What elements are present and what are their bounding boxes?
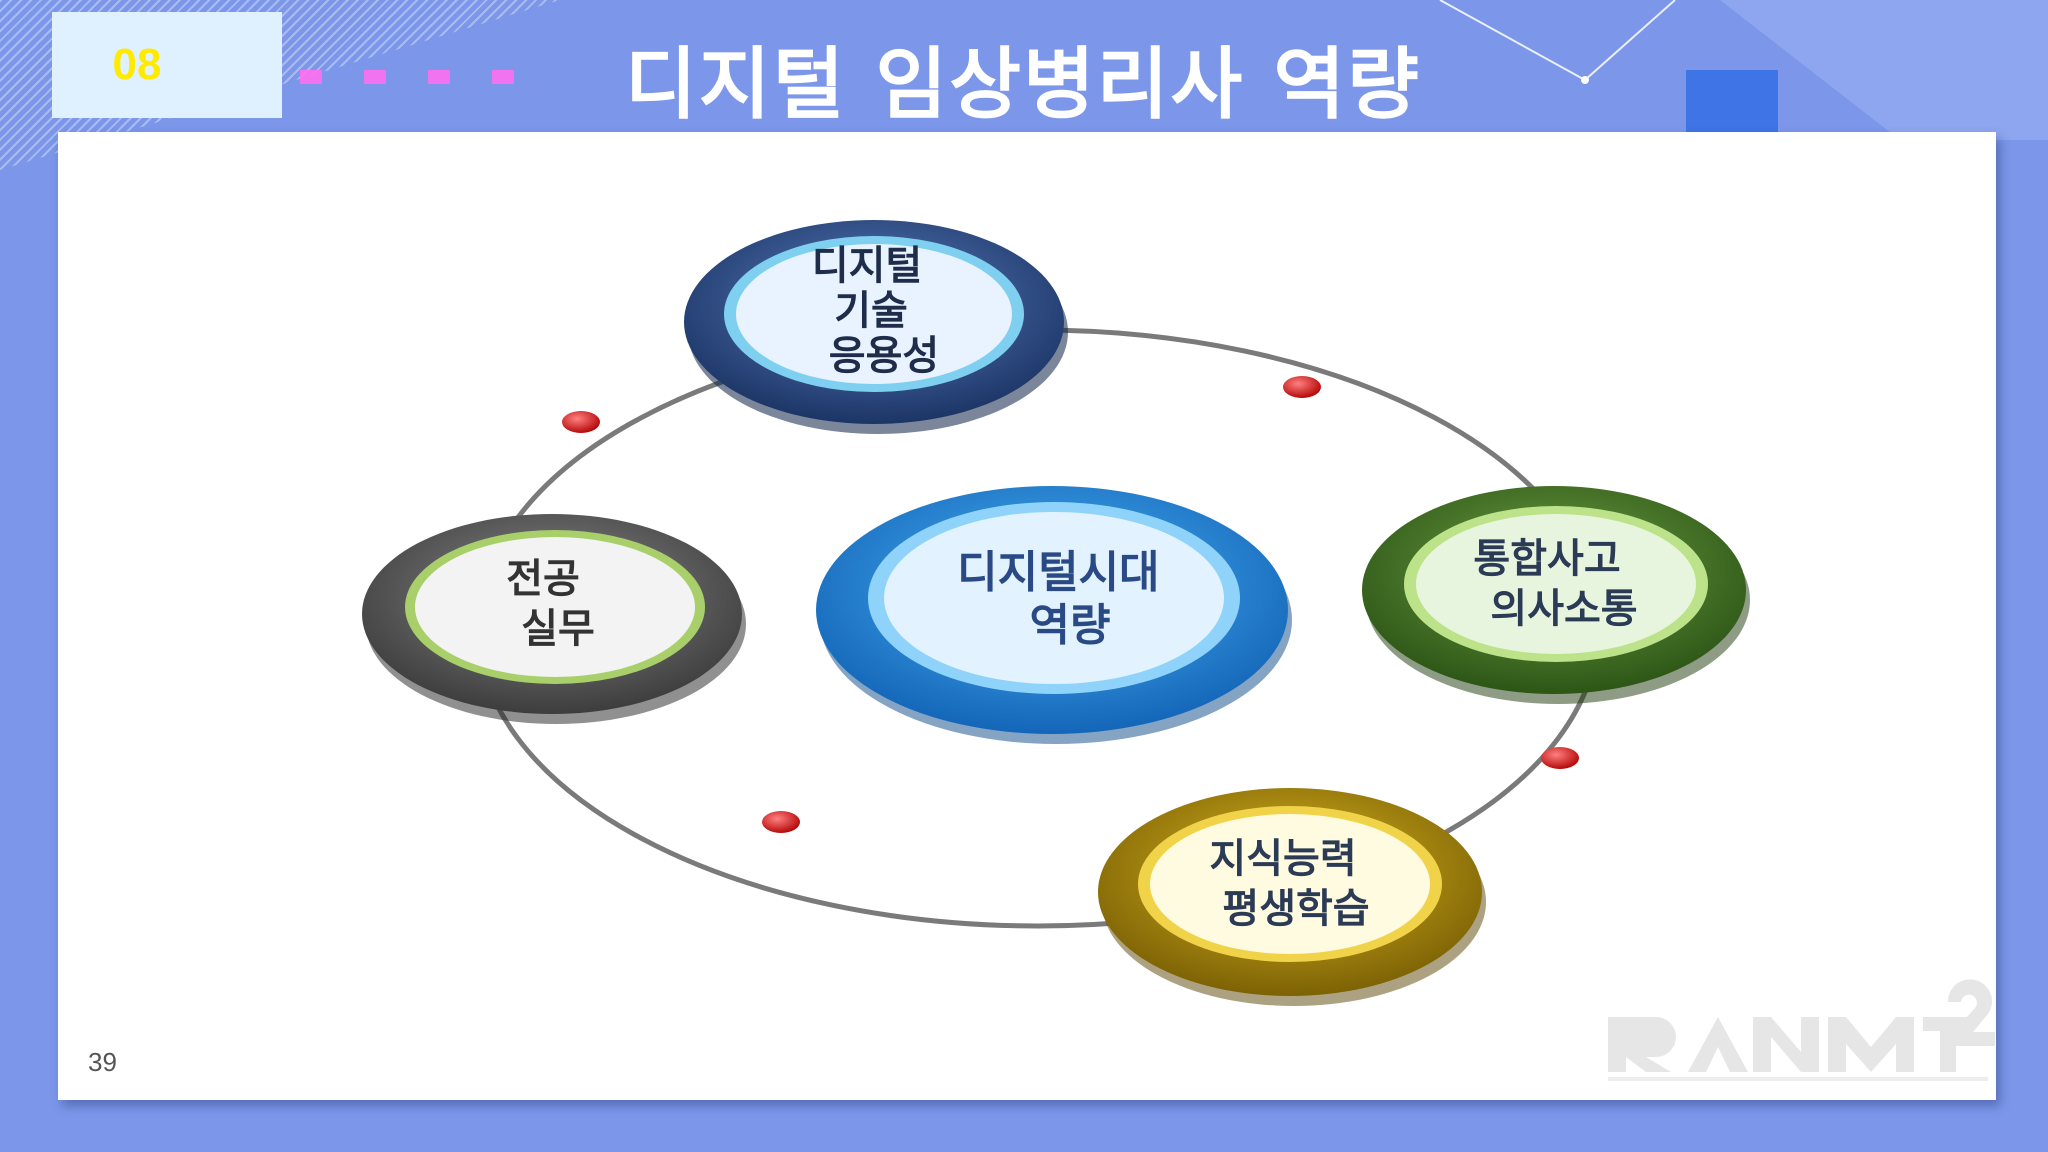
section-number: 08 <box>112 40 162 89</box>
node-knowledge-line-1: 지식능력 <box>1209 836 1356 882</box>
section-badge: 08 <box>52 12 282 118</box>
connector-marker <box>1283 376 1321 398</box>
node-center-line-2: 역량 <box>1030 600 1111 651</box>
node-digital-skill: 디지털 기술 응용성 <box>684 220 1068 434</box>
page-number: 39 <box>88 1047 117 1077</box>
node-center-line-1: 디지털시대 <box>957 547 1159 598</box>
svg-text:통합사고 의사소통: 통합사고 의사소통 <box>1473 536 1637 632</box>
page-title: 디지털 임상병리사 역량 <box>625 40 1421 130</box>
accent-dot <box>428 70 450 84</box>
competency-cycle-diagram: 디지털 기술 응용성 전공 실무 디지털시대 역량 <box>362 220 1750 1006</box>
slide-content: 디지털 기술 응용성 전공 실무 디지털시대 역량 <box>58 132 1996 1100</box>
header-blue-block <box>1686 70 1778 132</box>
node-digital-line-1: 디지털 <box>812 243 922 289</box>
svg-text:디지털 기술 응용성: 디지털 기술 응용성 <box>812 243 939 379</box>
accent-dot <box>300 70 322 84</box>
accent-dots <box>300 70 514 84</box>
svg-text:전공 실무: 전공 실무 <box>506 556 595 652</box>
header-line-decoration <box>1439 0 2048 140</box>
svg-text:지식능력 평생학습: 지식능력 평생학습 <box>1209 836 1370 932</box>
node-integrated-line-1: 통합사고 <box>1473 536 1620 582</box>
connector-marker <box>1541 747 1579 769</box>
connector-marker <box>562 411 600 433</box>
node-knowledge-learning: 지식능력 평생학습 <box>1098 788 1486 1006</box>
accent-dot <box>492 70 514 84</box>
node-major-practice: 전공 실무 <box>362 514 746 724</box>
node-integrated-line-2: 의사소통 <box>1490 586 1637 632</box>
accent-dot <box>364 70 386 84</box>
svg-text:디지털시대 역량: 디지털시대 역량 <box>957 547 1175 651</box>
node-major-line-1: 전공 <box>506 556 580 602</box>
watermark-logo <box>1608 979 1995 1081</box>
node-digital-line-3: 응용성 <box>829 333 939 379</box>
connector-marker <box>762 811 800 833</box>
node-major-line-2: 실무 <box>521 606 595 652</box>
node-center-competency: 디지털시대 역량 <box>816 486 1292 744</box>
node-knowledge-line-2: 평생학습 <box>1222 886 1369 932</box>
node-digital-line-2: 기술 <box>834 288 908 334</box>
node-integrated-thinking: 통합사고 의사소통 <box>1362 486 1750 704</box>
